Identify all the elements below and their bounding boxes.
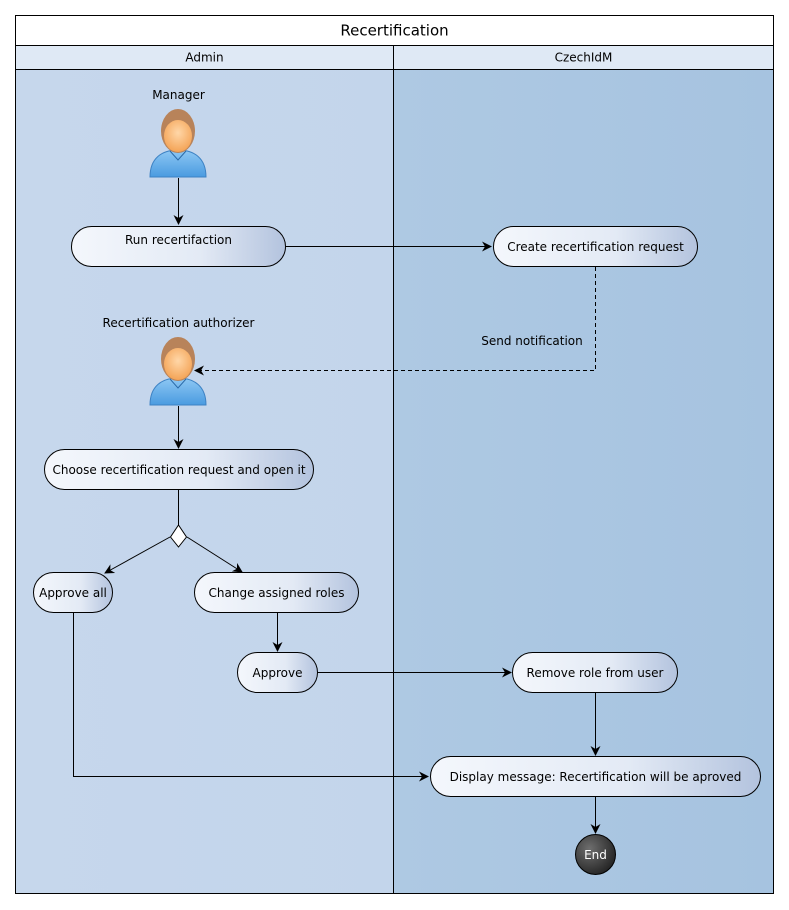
node-choose-request[interactable]: Choose recertification request and open … [44,449,314,490]
lane-system-header [393,45,774,70]
authorizer-actor-icon [149,337,207,406]
authorizer-label: Recertification authorizer [103,316,255,330]
manager-label: Manager [152,88,205,102]
edge-approve-all-to-display [73,613,429,782]
node-run-label: Run recertifaction [125,233,232,247]
edge-decision-to-approve-all [104,536,171,574]
node-display-message[interactable]: Display message: Recertification will be… [430,756,761,797]
node-change-roles[interactable]: Change assigned roles [194,572,359,613]
manager-actor-icon [149,109,207,178]
diagram-title: Recertification [340,22,448,40]
decision-diamond [169,524,188,548]
node-remove-role[interactable]: Remove role from user [512,652,678,693]
end-node-label: End [584,848,607,862]
node-remove-role-label: Remove role from user [527,666,664,680]
edge-decision-to-change-roles [186,536,243,573]
node-create-request[interactable]: Create recertification request [493,226,698,267]
node-approve-label: Approve [253,666,303,680]
node-run-recertification[interactable]: Run recertifaction [71,226,286,267]
node-approve-all[interactable]: Approve all [33,572,113,613]
node-display-message-label: Display message: Recertification will be… [450,770,742,784]
node-approve[interactable]: Approve [237,652,318,693]
edge-label-send-notification: Send notification [481,334,583,348]
node-create-request-label: Create recertification request [507,240,684,254]
end-node[interactable]: End [575,834,616,875]
node-change-roles-label: Change assigned roles [209,586,345,600]
pool-title-bar [15,15,774,46]
node-choose-label: Choose recertification request and open … [52,463,305,477]
connectors [73,178,601,834]
node-approve-all-label: Approve all [39,586,107,600]
lane-admin-label: Admin [185,51,223,65]
lane-system-label: CzechIdM [555,51,613,65]
